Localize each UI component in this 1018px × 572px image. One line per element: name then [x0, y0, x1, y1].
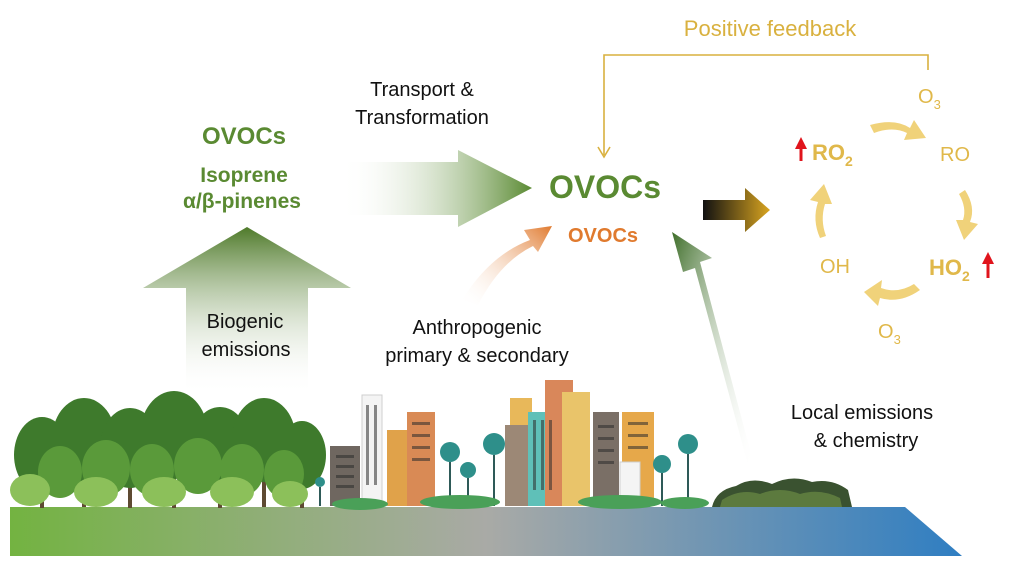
anthropogenic-arrow	[462, 226, 552, 305]
biogenic-emissions-line2: emissions	[202, 339, 291, 361]
biogenic-isoprene: Isoprene	[200, 164, 288, 187]
local-line2: & chemistry	[814, 430, 918, 452]
biogenic-up-arrow	[143, 227, 351, 395]
ground-strip	[10, 507, 962, 556]
cycle-arrow-ro-ho2	[956, 190, 978, 240]
positive-feedback-bracket	[597, 54, 929, 159]
ro-label: RO	[940, 144, 970, 166]
city-illustration	[315, 380, 709, 510]
biogenic-emissions-line1: Biogenic	[207, 311, 284, 333]
coast-illustration	[712, 478, 852, 507]
cycle-input-arrow	[703, 188, 770, 232]
ro2-label: RO2	[812, 140, 853, 169]
o3-bottom-label: O3	[878, 321, 901, 347]
center-ovocs-secondary: OVOCs	[568, 225, 638, 247]
ho2-increase-icon	[982, 252, 994, 278]
oh-label: OH	[820, 256, 850, 278]
local-line1: Local emissions	[791, 402, 933, 424]
local-emissions-arrow	[672, 232, 754, 465]
center-ovocs-main: OVOCs	[549, 169, 661, 205]
transport-arrow	[340, 150, 532, 227]
cycle-arrow-ro2-ro	[870, 120, 926, 140]
ho2-label: HO2	[929, 255, 970, 284]
cycle-arrow-ho2-oh	[864, 280, 920, 306]
ro2-increase-icon	[795, 137, 807, 161]
cycle-arrow-oh-ro2	[810, 184, 832, 238]
forest-illustration	[10, 391, 326, 508]
o3-top-label: O3	[918, 86, 941, 112]
radical-cycle: O3 RO RO2 HO2 OH O3	[795, 86, 994, 347]
transport-line1: Transport &	[370, 79, 474, 101]
anthropogenic-line1: Anthropogenic	[413, 317, 542, 339]
biogenic-pinenes: α/β-pinenes	[183, 190, 301, 213]
positive-feedback-label: Positive feedback	[684, 16, 857, 41]
transport-line2: Transformation	[355, 107, 489, 129]
anthropogenic-line2: primary & secondary	[385, 345, 568, 367]
biogenic-ovocs-title: OVOCs	[202, 123, 286, 150]
